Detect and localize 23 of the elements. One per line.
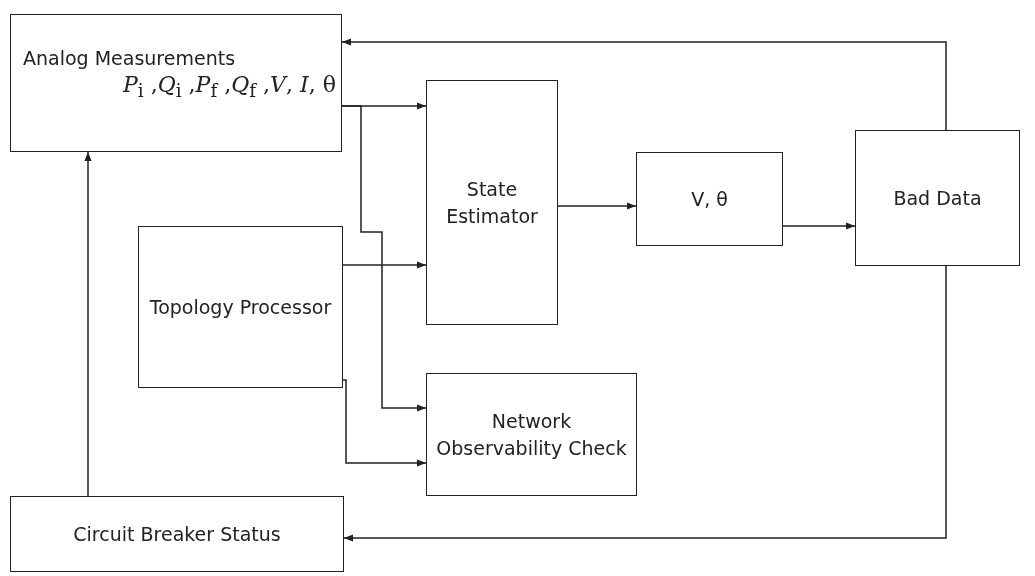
arrow bbox=[84, 151, 92, 497]
arrow bbox=[343, 265, 947, 542]
arrow bbox=[557, 202, 637, 210]
box-label: Analog Measurements bbox=[23, 46, 236, 71]
box-label: Network Observability Check bbox=[435, 408, 628, 461]
box-label: Circuit Breaker Status bbox=[73, 521, 281, 547]
box-label: Topology Processor bbox=[149, 294, 332, 320]
arrow bbox=[342, 261, 427, 269]
box-label: V, θ bbox=[691, 186, 728, 212]
process-box bbox=[426, 373, 637, 496]
arrow bbox=[342, 379, 427, 467]
process-box bbox=[10, 14, 342, 152]
process-box bbox=[636, 152, 783, 246]
process-box bbox=[426, 80, 558, 325]
process-box bbox=[10, 496, 344, 572]
arrow bbox=[341, 105, 427, 412]
process-box bbox=[138, 226, 343, 388]
box-label: State Estimator bbox=[445, 176, 539, 229]
process-box bbox=[855, 130, 1020, 266]
arrow bbox=[782, 222, 856, 230]
box-label: Bad Data bbox=[893, 185, 982, 211]
formula-text: P$_{i}$ ,Q$_{i}$ ,P$_{f}$ ,Q$_{f}$ ,V, I, θ bbox=[123, 71, 336, 101]
arrow bbox=[341, 38, 947, 131]
